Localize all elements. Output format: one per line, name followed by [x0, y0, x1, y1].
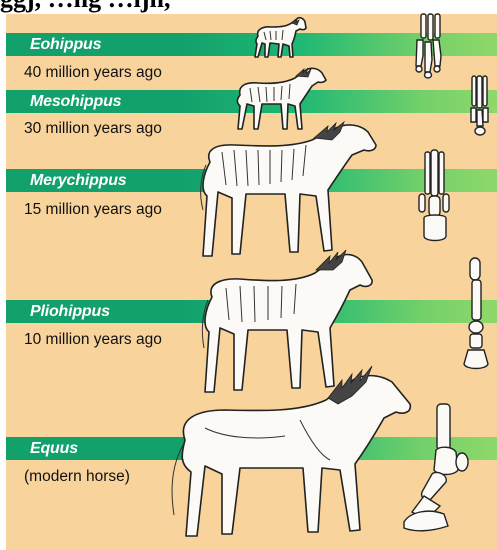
- merychippus-foot-bones: [419, 150, 449, 241]
- merychippus-horse: [201, 122, 376, 256]
- equus-foot-bones: [404, 404, 468, 531]
- pliohippus-foot-bones: [464, 258, 488, 369]
- mesohippus-horse: [237, 68, 326, 129]
- eohippus-horse: [255, 18, 306, 57]
- mesohippus-foot-bones: [471, 76, 488, 135]
- pliohippus-horse: [202, 250, 372, 392]
- eohippus-foot-bones: [416, 14, 441, 78]
